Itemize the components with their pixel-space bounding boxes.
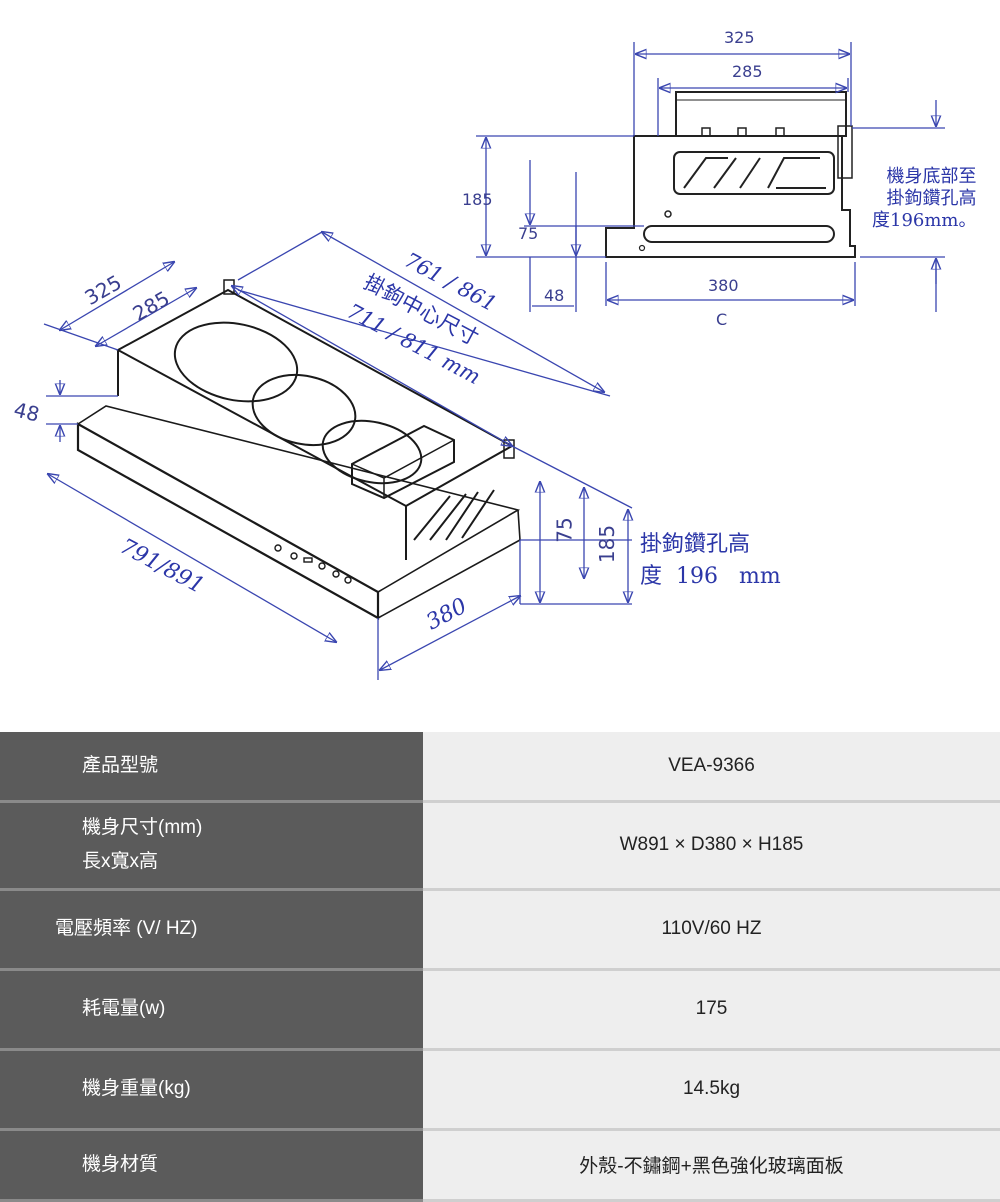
table-row: 機身尺寸(mm) 長x寬x高 W891 × D380 × H185 xyxy=(0,801,1000,891)
side-height-lower-label: 75 xyxy=(518,224,539,243)
iso-drill-note-line1: 掛鉤鑽孔高 xyxy=(640,532,751,557)
diagram-drawing xyxy=(43,42,945,680)
table-row: 機身材質 外殼-不鏽鋼+黑色強化玻璃面板 xyxy=(0,1129,1000,1202)
side-view-note: 機身底部至 掛鉤鑽孔高 度196mm。 xyxy=(872,166,977,232)
iso-height-185-label: 185 xyxy=(595,524,620,564)
side-height-small-label: 48 xyxy=(544,286,565,305)
spec-key-model: 產品型號 xyxy=(0,732,423,803)
spec-key-power: 耗電量(w) xyxy=(0,969,423,1051)
table-row: 電壓頻率 (V/ HZ) 110V/60 HZ xyxy=(0,889,1000,971)
spec-table: 產品型號 VEA-9366 機身尺寸(mm) 長x寬x高 W891 × D380… xyxy=(0,732,1000,1202)
spec-value-power: 175 xyxy=(423,969,1000,1051)
spec-key-size-line1: 機身尺寸(mm) xyxy=(82,817,203,838)
spec-value-material: 外殼-不鏽鋼+黑色強化玻璃面板 xyxy=(423,1129,1000,1202)
iso-left-height-label: 48 xyxy=(11,397,42,427)
side-width-inner-label: 285 xyxy=(732,62,763,81)
spec-value-weight: 14.5kg xyxy=(423,1049,1000,1131)
side-view xyxy=(605,91,856,258)
side-height-total-label: 185 xyxy=(462,190,493,209)
table-row: 產品型號 VEA-9366 xyxy=(0,732,1000,803)
spec-key-material: 機身材質 xyxy=(0,1129,423,1202)
spec-value-voltage: 110V/60 HZ xyxy=(423,889,1000,971)
iso-drill-note-line2: 度 196 mm xyxy=(640,564,781,589)
spec-key-weight: 機身重量(kg) xyxy=(0,1049,423,1131)
spec-key-voltage: 電壓頻率 (V/ HZ) xyxy=(0,889,423,971)
spec-key-size: 機身尺寸(mm) 長x寬x高 xyxy=(0,801,423,891)
side-view-note-line: 掛鉤鑽孔高 xyxy=(886,188,977,209)
side-width-outer-label: 325 xyxy=(724,28,755,47)
spec-value-model: VEA-9366 xyxy=(423,732,1000,803)
iso-height-75-label: 75 xyxy=(552,517,577,543)
side-view-note-line: 機身底部至 xyxy=(886,166,977,187)
iso-view-dimensions xyxy=(43,232,632,680)
table-row: 機身重量(kg) 14.5kg xyxy=(0,1049,1000,1131)
side-view-note-line: 度196mm。 xyxy=(872,210,977,231)
spec-value-size: W891 × D380 × H185 xyxy=(423,801,1000,891)
side-depth-code-label: C xyxy=(716,310,728,329)
dimension-diagram: 325 285 185 75 48 380 C 機身底部至 掛鉤鑽孔高 度196… xyxy=(11,28,977,680)
table-row: 耗電量(w) 175 xyxy=(0,969,1000,1051)
side-depth-label: 380 xyxy=(708,276,739,295)
spec-key-size-line2: 長x寬x高 xyxy=(82,851,159,872)
